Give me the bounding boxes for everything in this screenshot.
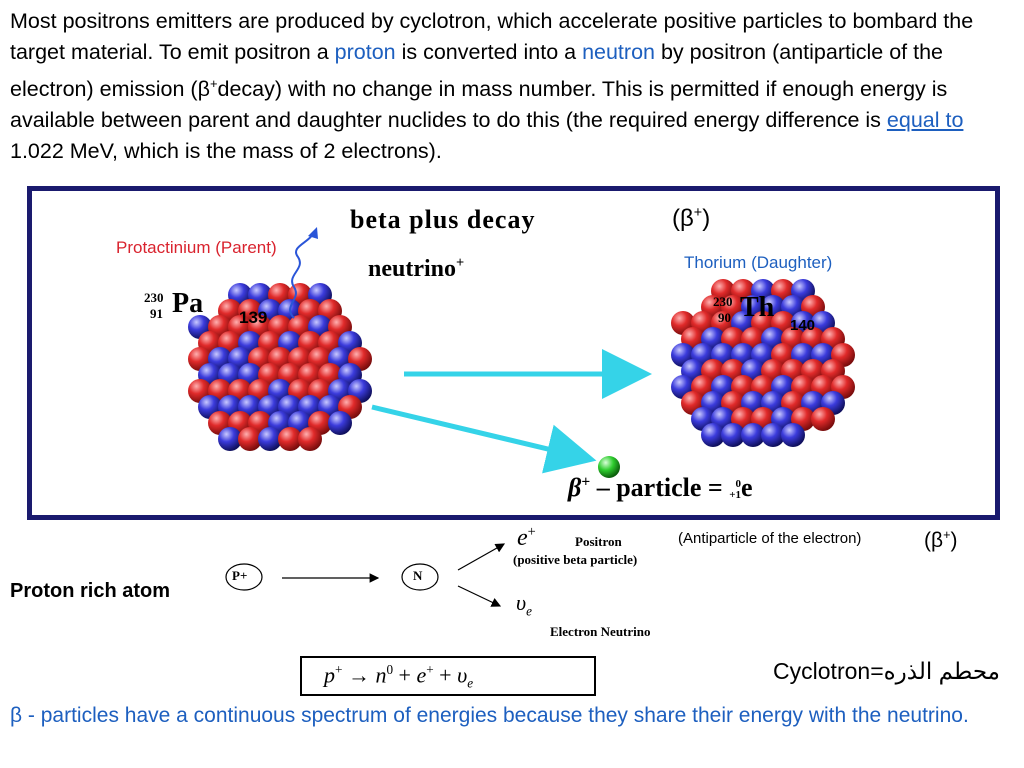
- beta-plus-decay-diagram: beta plus decay (β+) Protactinium (Paren…: [27, 186, 1000, 520]
- diagram-drawing: [188, 227, 855, 478]
- intro-text-4: decay) with no change in mass number. Th…: [10, 77, 948, 133]
- n-to-neutrino-arrow: [457, 585, 502, 607]
- neutrino-wave: [289, 233, 314, 319]
- diagram-title-beta: (β+): [672, 205, 711, 232]
- pa-neutron-count: 139: [239, 308, 268, 327]
- n-node: N: [413, 568, 423, 583]
- pa-mass-number: 230: [144, 290, 164, 305]
- intro-text-2: is converted into a: [395, 40, 583, 64]
- electron-neutrino-label: Electron Neutrino: [550, 624, 651, 639]
- decay-scheme: P+ N e+ Positron (Antiparticle of the el…: [0, 520, 1024, 660]
- th-symbol: Th: [740, 292, 775, 323]
- cyclotron-label: محطم الذره=Cyclotron: [773, 658, 1000, 684]
- positive-beta-label: (positive beta particle): [513, 552, 638, 567]
- neutron-sphere: [721, 423, 745, 447]
- proton-sphere: [811, 407, 835, 431]
- neutron-sphere: [218, 427, 242, 451]
- equal-to-link[interactable]: equal to: [886, 108, 964, 133]
- neutrino-arrowhead: [308, 227, 318, 239]
- proton-word: proton: [334, 40, 396, 64]
- beta-symbol: β: [197, 77, 210, 102]
- neutron-sphere: [741, 423, 765, 447]
- n-node-circle: [401, 563, 439, 591]
- n-to-positron-arrow: [457, 543, 506, 571]
- beta-plus-sup: +: [209, 76, 218, 91]
- beta-plus-label: (β+): [924, 528, 958, 552]
- parent-label: Protactinium (Parent): [116, 238, 277, 257]
- neutron-sphere: [761, 423, 785, 447]
- neutron-sphere: [781, 423, 805, 447]
- decay-equation: p+ → n0 + e+ + υe: [324, 662, 474, 691]
- pa-atomic-number: 91: [150, 306, 163, 321]
- footer-note: β - particles have a continuous spectrum…: [10, 704, 969, 727]
- neutron-sphere: [258, 427, 282, 451]
- scheme-drawing: [225, 543, 506, 607]
- intro-text-3: by positron (antiparticle of the electro…: [10, 40, 943, 102]
- decay-equation-box: p+ → n0 + e+ + υe: [300, 656, 596, 696]
- pa-symbol: Pa: [172, 288, 204, 319]
- p-node: P+: [232, 568, 248, 583]
- beta-particle-equation: β+ – particle = 0+1e: [568, 473, 753, 502]
- intro-text-5: 1.022 MeV, which is the mass of 2 electr…: [10, 139, 442, 164]
- th-mass-number: 230: [713, 294, 733, 309]
- th-atomic-number: 90: [718, 310, 731, 325]
- th-neutron-count: 140: [790, 317, 816, 334]
- neutrino-symbol: υe: [516, 590, 532, 619]
- proton-sphere: [238, 427, 262, 451]
- proton-rich-atom-label: Proton rich atom: [10, 580, 171, 602]
- neutron-sphere: [701, 423, 725, 447]
- proton-sphere: [298, 427, 322, 451]
- positron-symbol: e+: [517, 524, 536, 551]
- p-node-circle: [225, 563, 263, 591]
- diagram-title: beta plus decay: [350, 205, 536, 234]
- neutron-word: neutron: [582, 40, 655, 64]
- neutron-sphere: [328, 411, 352, 435]
- antiparticle-label: (Antiparticle of the electron): [678, 530, 862, 547]
- emission-arrow: [371, 404, 597, 474]
- daughter-label: Thorium (Daughter): [684, 253, 833, 272]
- neutrino-label: neutrino+: [368, 255, 465, 282]
- positron-label: Positron: [575, 534, 622, 549]
- proton-sphere: [278, 427, 302, 451]
- positron-ball: [598, 456, 620, 478]
- intro-paragraph: Most positrons emitters are produced by …: [10, 6, 1015, 167]
- intro-text-1: Most positrons emitters are produced by …: [10, 9, 974, 64]
- daughter-nucleus: [671, 279, 855, 447]
- parent-nucleus: [188, 283, 372, 451]
